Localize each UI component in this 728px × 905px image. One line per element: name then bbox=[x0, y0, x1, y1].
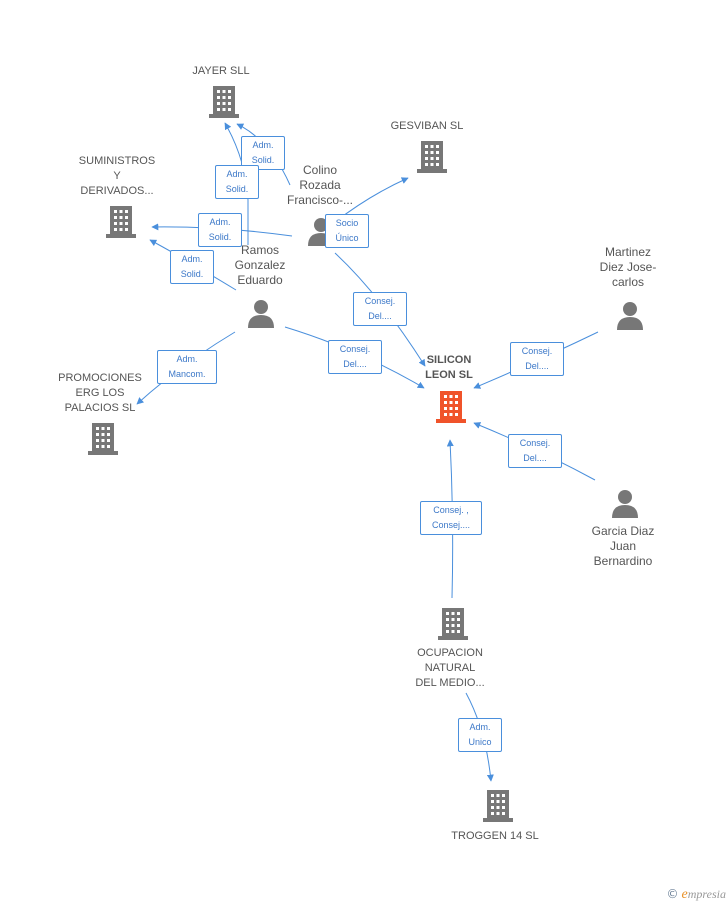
edge-label-colino-silicon[interactable]: Consej. Del.... bbox=[353, 292, 407, 326]
brand-name: mpresia bbox=[687, 887, 726, 901]
edge-label-garcia-silicon[interactable]: Consej. Del.... bbox=[508, 434, 562, 468]
person-icon-martinez[interactable] bbox=[617, 302, 643, 330]
edge-label-martinez-silicon[interactable]: Consej. Del.... bbox=[510, 342, 564, 376]
node-label-promociones[interactable]: PROMOCIONES ERG LOS PALACIOS SL bbox=[58, 372, 142, 414]
person-icon-ramos[interactable] bbox=[248, 300, 274, 328]
node-label-ocupacion[interactable]: OCUPACION NATURAL DEL MEDIO... bbox=[415, 647, 485, 689]
edge-label-colino-suministros[interactable]: Adm. Solid. bbox=[198, 213, 242, 247]
brand-initial: e bbox=[681, 887, 688, 902]
building-icon-silicon[interactable] bbox=[436, 391, 466, 423]
building-icon-gesviban[interactable] bbox=[417, 141, 447, 173]
node-label-colino[interactable]: Colino Rozada Francisco-... bbox=[286, 163, 353, 207]
building-icon-jayer[interactable] bbox=[209, 86, 239, 118]
building-icon-ocupacion[interactable] bbox=[438, 608, 468, 640]
brand-logo: © empresia bbox=[667, 887, 726, 903]
copyright-icon: © bbox=[666, 887, 679, 901]
building-icon-troggen[interactable] bbox=[483, 790, 513, 822]
building-icon-suministros[interactable] bbox=[106, 206, 136, 238]
edge-label-ramos-jayer[interactable]: Adm. Solid. bbox=[215, 165, 259, 199]
node-label-jayer[interactable]: JAYER SLL bbox=[192, 65, 250, 77]
node-label-garcia[interactable]: Garcia Diaz Juan Bernardino bbox=[591, 524, 655, 568]
building-icon-promociones[interactable] bbox=[88, 423, 118, 455]
edge-label-ocupacion-troggen[interactable]: Adm. Unico bbox=[458, 718, 502, 752]
node-label-martinez[interactable]: Martinez Diez Jose- carlos bbox=[599, 245, 657, 289]
edge-label-colino-jayer[interactable]: Adm. Solid. bbox=[241, 136, 285, 170]
node-label-silicon[interactable]: SILICON LEON SL bbox=[425, 354, 473, 381]
edge-label-ramos-promociones[interactable]: Adm. Mancom. bbox=[157, 350, 217, 384]
edge-label-colino-gesviban[interactable]: Socio Único bbox=[325, 214, 369, 248]
node-label-ramos[interactable]: Ramos Gonzalez Eduardo bbox=[234, 243, 286, 287]
node-label-gesviban[interactable]: GESVIBAN SL bbox=[390, 120, 464, 132]
node-label-suministros[interactable]: SUMINISTROS Y DERIVADOS... bbox=[78, 155, 156, 197]
edge-label-ocupacion-silicon[interactable]: Consej. , Consej.... bbox=[420, 501, 482, 535]
edge-label-ramos-silicon[interactable]: Consej. Del.... bbox=[328, 340, 382, 374]
node-label-troggen[interactable]: TROGGEN 14 SL bbox=[451, 830, 539, 842]
edge-label-ramos-suministros[interactable]: Adm. Solid. bbox=[170, 250, 214, 284]
person-icon-garcia[interactable] bbox=[612, 490, 638, 518]
